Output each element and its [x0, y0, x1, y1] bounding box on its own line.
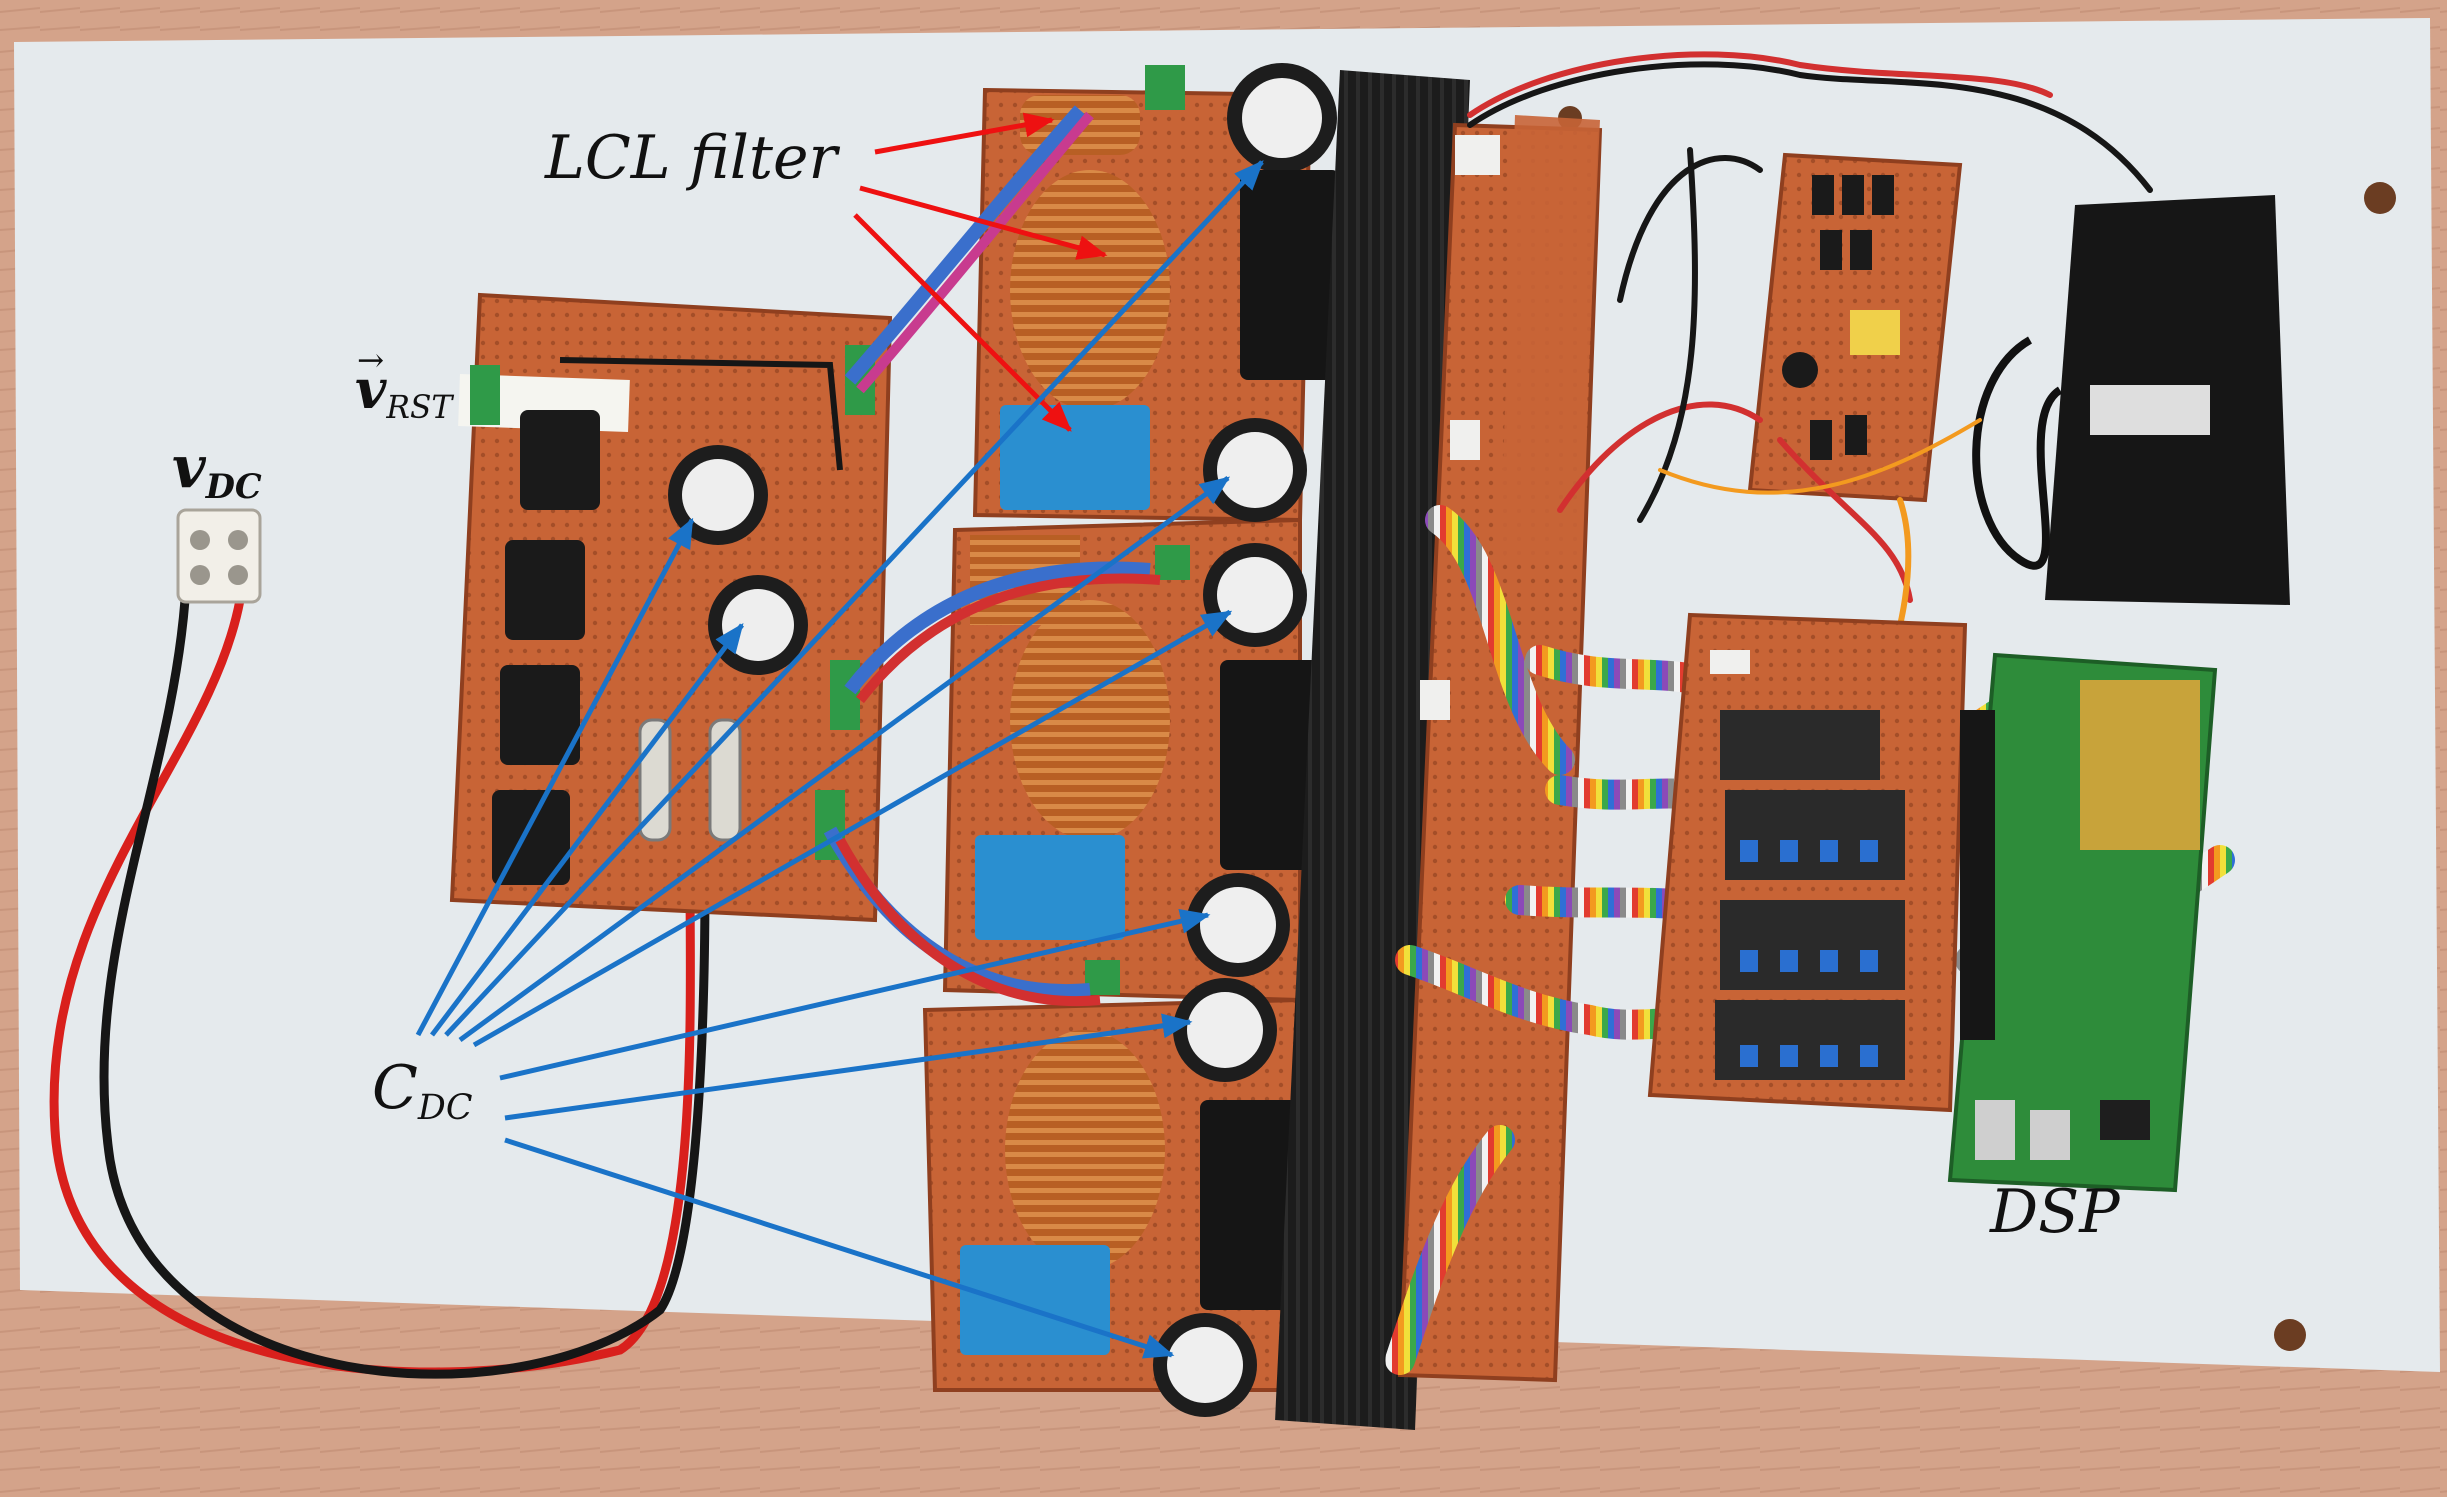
dsp-board [1947, 652, 2218, 1193]
wiring [1467, 51, 2153, 693]
dc-cables [49, 595, 710, 1379]
c-dc-subscript: DC [417, 1088, 473, 1129]
c-dc-symbol: C [372, 1053, 418, 1123]
mounting-hole [2364, 182, 2396, 214]
lcl-filter-label: LCL filter [545, 123, 838, 193]
c-dc-label: CDC [372, 1058, 472, 1126]
mounting-hole [2274, 1319, 2306, 1351]
annotation-arrows [415, 112, 1264, 1359]
v-dc-subscript: DC [205, 465, 262, 506]
v-rst-symbol: v [355, 344, 386, 416]
ac-adapter [1972, 195, 2290, 605]
dc-terminal-block [176, 508, 262, 604]
v-dc-label: vDC [172, 438, 262, 503]
v-rst-label: vRST [355, 344, 453, 427]
dc-link-board [449, 292, 893, 923]
v-dc-symbol: v [172, 433, 206, 501]
power-supply-board [1747, 152, 1963, 503]
v-rst-subscript: RST [386, 390, 453, 427]
dsp-label: DSP [1990, 1177, 2120, 1247]
interface-board [1647, 612, 1968, 1113]
